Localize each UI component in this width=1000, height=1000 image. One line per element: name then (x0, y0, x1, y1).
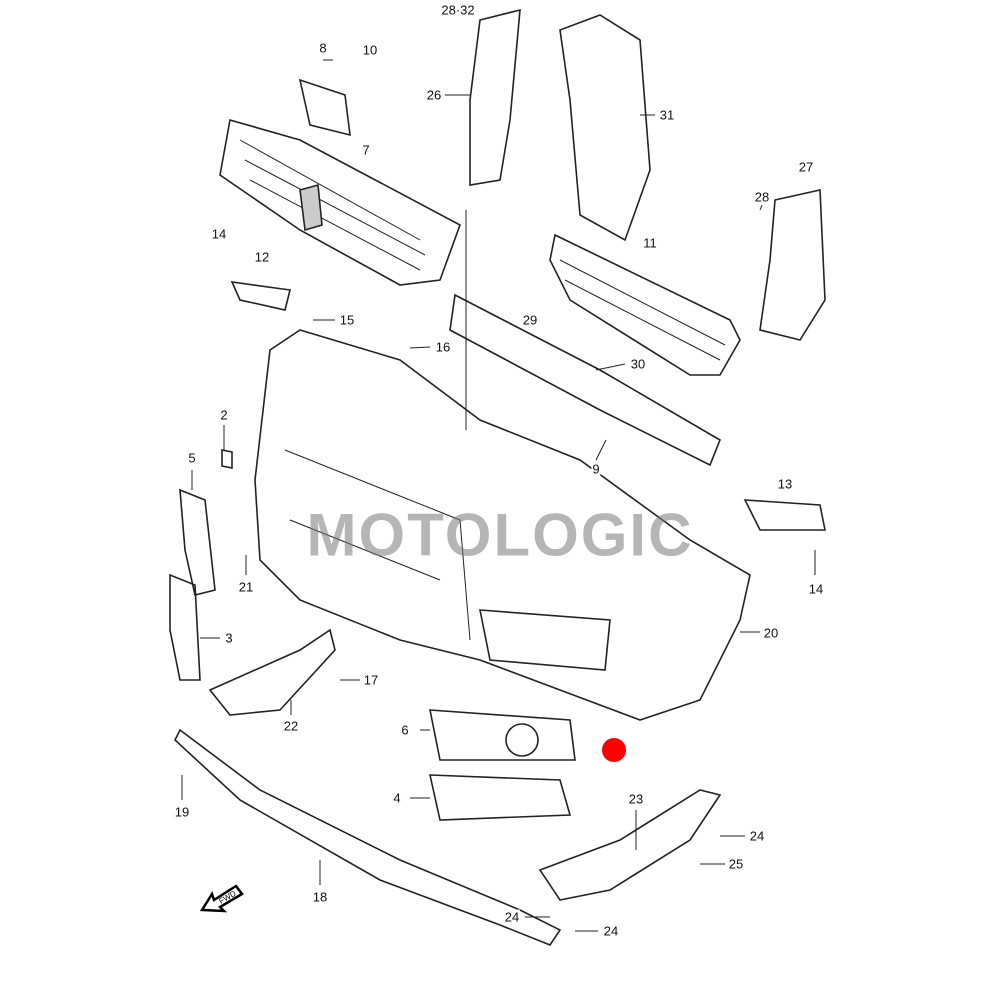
callout-11[interactable]: 11 (642, 235, 658, 251)
callout-29[interactable]: 29 (521, 312, 539, 328)
highlight-marker[interactable] (602, 738, 626, 762)
emblem (299, 183, 323, 232)
callout-13[interactable]: 13 (776, 476, 794, 492)
callout-14[interactable]: 14 (807, 581, 825, 597)
callout-18[interactable]: 18 (311, 889, 329, 905)
callout-23[interactable]: 23 (627, 791, 645, 807)
callout-31[interactable]: 31 (658, 107, 676, 123)
callout-30[interactable]: 30 (629, 356, 647, 372)
callout-25[interactable]: 25 (727, 856, 745, 872)
callout-15[interactable]: 15 (338, 312, 356, 328)
callout-27[interactable]: 27 (797, 159, 815, 175)
callout-9[interactable]: 9 (591, 461, 601, 477)
callout-26[interactable]: 26 (425, 87, 443, 103)
callout-20[interactable]: 20 (762, 625, 780, 641)
lower-grille (549, 233, 741, 376)
callout-7[interactable]: 7 (361, 142, 371, 158)
callout-22[interactable]: 22 (282, 718, 300, 734)
front-bumper-cover (254, 329, 751, 721)
watermark: MOTOLOGIC (306, 501, 694, 569)
callout-28[interactable]: 28 (753, 189, 771, 205)
callout-24[interactable]: 24 (748, 828, 766, 844)
upper-grille (219, 118, 461, 286)
lower-spoiler (174, 728, 562, 946)
callout-17[interactable]: 17 (362, 672, 380, 688)
callout-10[interactable]: 10 (361, 42, 379, 58)
callout-14[interactable]: 14 (210, 226, 228, 242)
callout-28-32[interactable]: 28·32 (440, 2, 476, 18)
callout-2[interactable]: 2 (219, 407, 229, 423)
callout-16[interactable]: 16 (434, 339, 452, 355)
callout-12[interactable]: 12 (253, 249, 271, 265)
callout-24[interactable]: 24 (602, 923, 620, 939)
callout-21[interactable]: 21 (237, 579, 255, 595)
callout-5[interactable]: 5 (187, 450, 197, 466)
callout-3[interactable]: 3 (224, 630, 234, 646)
callout-4[interactable]: 4 (392, 790, 402, 806)
callout-19[interactable]: 19 (173, 804, 191, 820)
callout-6[interactable]: 6 (400, 722, 410, 738)
fwd-arrow-icon: FWD (200, 884, 244, 913)
callout-24[interactable]: 24 (503, 909, 521, 925)
callout-8[interactable]: 8 (318, 40, 328, 56)
